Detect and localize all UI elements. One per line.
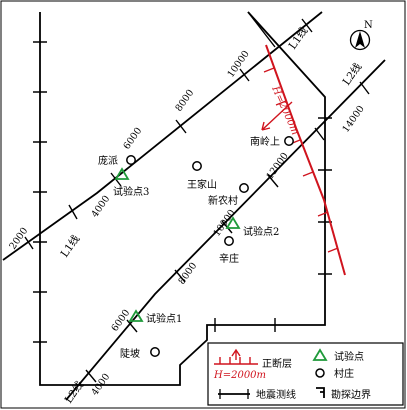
fault-depth-label: H=2000m [269, 84, 301, 137]
svg-text:庞派: 庞派 [98, 154, 118, 167]
village-wangjiashan: 王家山 [187, 161, 217, 191]
boundary-diagonal-tick [247, 11, 276, 48]
legend-village-label: 村庄 [334, 367, 354, 380]
village-icon [192, 161, 202, 171]
legend-fault-label: 正断层 [262, 357, 292, 370]
village-icon [126, 155, 136, 165]
village-icon [150, 347, 160, 357]
village-nanlingshang: 南岭上 [250, 135, 294, 148]
legend-test-point-icon [312, 348, 328, 361]
north-label: N [364, 20, 373, 31]
legend: H=2000m 正断层 试验点 村庄 地震测线 勘探边界 [207, 342, 404, 406]
test-point-icon [128, 309, 144, 322]
l2-station-10000: 10000 [211, 208, 237, 239]
village-icon [239, 183, 249, 193]
l2-station-8000: 8000 [176, 261, 199, 287]
l2-station-14000: 14000 [340, 104, 366, 135]
svg-text:辛庄: 辛庄 [219, 252, 239, 265]
l1-station-6000: 6000 [121, 126, 144, 152]
village-icon [224, 236, 234, 246]
village-doupo: 陡坡 [120, 347, 160, 360]
village-xinzhuang: 辛庄 [219, 236, 239, 265]
l2-station-12000: 12000 [264, 151, 290, 182]
test-point-icon [225, 216, 241, 229]
survey-line-l1 [2, 11, 323, 261]
svg-text:新农村: 新农村 [208, 194, 238, 207]
test-point-3: 试验点3 [113, 167, 149, 198]
legend-fault-symbol [214, 348, 258, 365]
north-arrow-icon: N [349, 20, 373, 51]
exploration-boundary [39, 11, 326, 386]
village-pangpai: 庞派 [98, 154, 136, 167]
l1-station-labels: 2000 4000 6000 8000 10000 [7, 49, 251, 252]
svg-text:南岭上: 南岭上 [250, 135, 280, 148]
test-point-2: 试验点2 [225, 216, 279, 238]
village-icon [284, 136, 294, 146]
legend-village-icon [315, 368, 325, 378]
legend-boundary-label: 勘探边界 [331, 388, 371, 401]
test-point-1: 试验点1 [128, 309, 182, 325]
legend-fault-depth: H=2000m [213, 370, 266, 381]
l2-station-6000: 6000 [109, 308, 132, 334]
village-xinnongcun: 新农村 [208, 183, 249, 207]
test-point-icon [114, 167, 130, 180]
legend-test-point-label: 试验点 [334, 350, 364, 363]
fault-dip-arrow [261, 101, 293, 131]
l1-line-name-lower: L1线 [58, 232, 83, 260]
l1-station-8000: 8000 [173, 88, 196, 114]
legend-seismic-line-label: 地震测线 [256, 388, 296, 401]
l1-station-10000: 10000 [225, 49, 251, 80]
svg-text:陡坡: 陡坡 [120, 347, 140, 360]
boundary-ticks [33, 41, 332, 343]
test-point-1-label: 试验点1 [146, 312, 182, 325]
svg-text:王家山: 王家山 [187, 178, 217, 191]
legend-boundary-symbol [316, 387, 325, 398]
l2-line-name-lower: L2线 [62, 378, 87, 406]
l1-station-4000: 4000 [89, 194, 112, 220]
test-point-3-label: 试验点3 [113, 185, 149, 198]
legend-seismic-line-symbol [218, 389, 250, 399]
test-point-2-label: 试验点2 [243, 225, 279, 238]
